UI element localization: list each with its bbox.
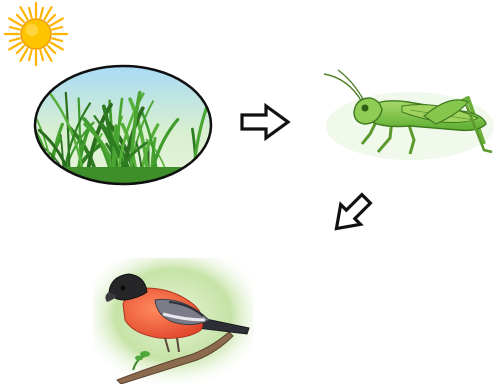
sun-icon (0, 0, 74, 70)
sun-ray (52, 27, 62, 30)
grass-icon (32, 63, 214, 187)
sun-ray (40, 8, 43, 18)
sun-ray (9, 43, 21, 50)
bullfinch-icon (93, 258, 253, 384)
sun-ray (51, 43, 63, 50)
arrow-down-left-icon (326, 188, 378, 238)
sun-ray (45, 49, 52, 61)
sun-ray (48, 15, 55, 22)
arrow-grass-to-grasshopper (238, 103, 292, 141)
sun-ray (10, 38, 20, 41)
sun-ray (45, 7, 52, 19)
sun-ray (17, 15, 24, 22)
sun-ray (10, 27, 20, 30)
sun-ray (48, 46, 55, 53)
sun-ray (17, 46, 24, 53)
arrow-grasshopper-to-bird (326, 188, 378, 238)
grasshopper-node (318, 68, 496, 164)
arrow-right-icon (238, 103, 292, 141)
sun-ray (29, 50, 32, 60)
sun-node (0, 0, 74, 70)
sun-ray (29, 8, 32, 18)
sun-ray (40, 50, 43, 60)
grasshopper-icon (318, 68, 496, 164)
bird-node (93, 258, 253, 384)
sun-ray (51, 19, 63, 26)
sun-ray (21, 7, 28, 19)
sun-ray (9, 19, 21, 26)
sun-ray (52, 38, 62, 41)
sun-ray (21, 49, 28, 61)
grass-node (32, 63, 214, 187)
